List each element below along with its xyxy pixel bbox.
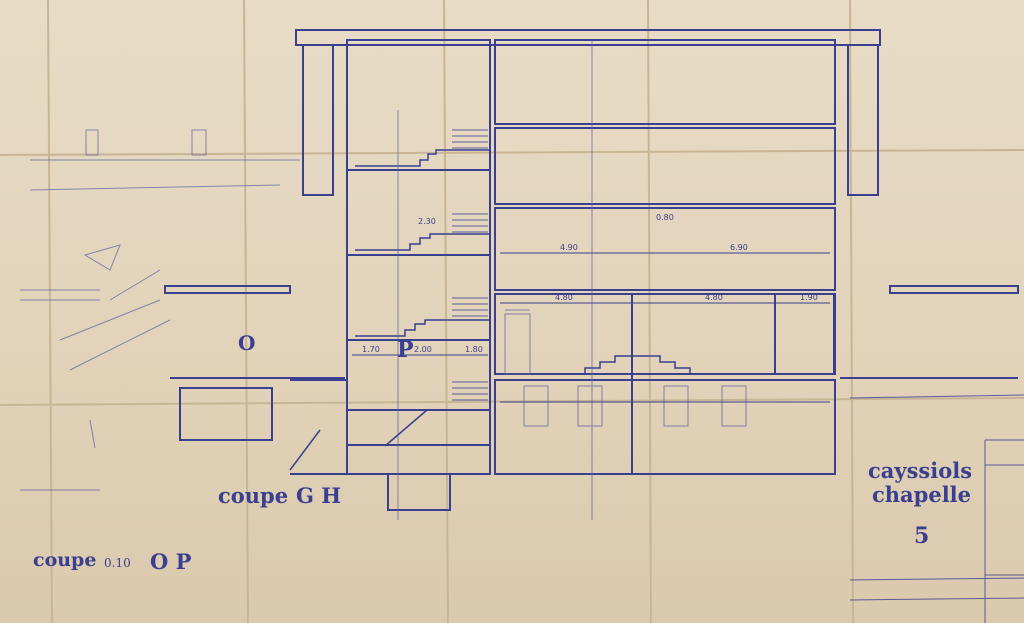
dimension-label-3: 4.80: [555, 293, 573, 302]
dimension-label-6: 1.70: [362, 345, 380, 354]
coupe-op-scale: 0.10: [104, 556, 131, 570]
title-block: [849, 394, 1024, 623]
dimension-text: 2.30 4.90 6.90 4.80 4.80 1.90 1.70 1.80 …: [362, 213, 818, 354]
dimension-label-0: 2.30: [418, 217, 436, 226]
dimension-label-5: 1.90: [800, 293, 818, 302]
coupe-op-label: coupe: [33, 549, 97, 571]
dimension-label-4: 4.80: [705, 293, 723, 302]
dimension-label-2: 6.90: [730, 243, 748, 252]
section-mark-o: O: [238, 331, 256, 355]
dimension-label-8: 2.00: [414, 345, 432, 354]
staircases: [289, 149, 691, 471]
dimension-label-9: 0.80: [656, 213, 674, 222]
sketch-details: [20, 40, 747, 520]
hatching: [452, 129, 488, 401]
coupe-gh-label: coupe: [218, 483, 289, 508]
dimension-label-7: 1.80: [465, 345, 483, 354]
sheet-number: 5: [914, 523, 930, 549]
coupe-gh-code: G H: [296, 483, 342, 508]
dimension-lines: [352, 252, 830, 403]
coupe-op-code: O P: [150, 549, 192, 574]
section-mark-p: P: [397, 337, 414, 363]
title-line-cayssiols: cayssiols: [868, 458, 973, 483]
title-line-chapelle: chapelle: [872, 482, 972, 507]
dimension-label-1: 4.90: [560, 243, 578, 252]
